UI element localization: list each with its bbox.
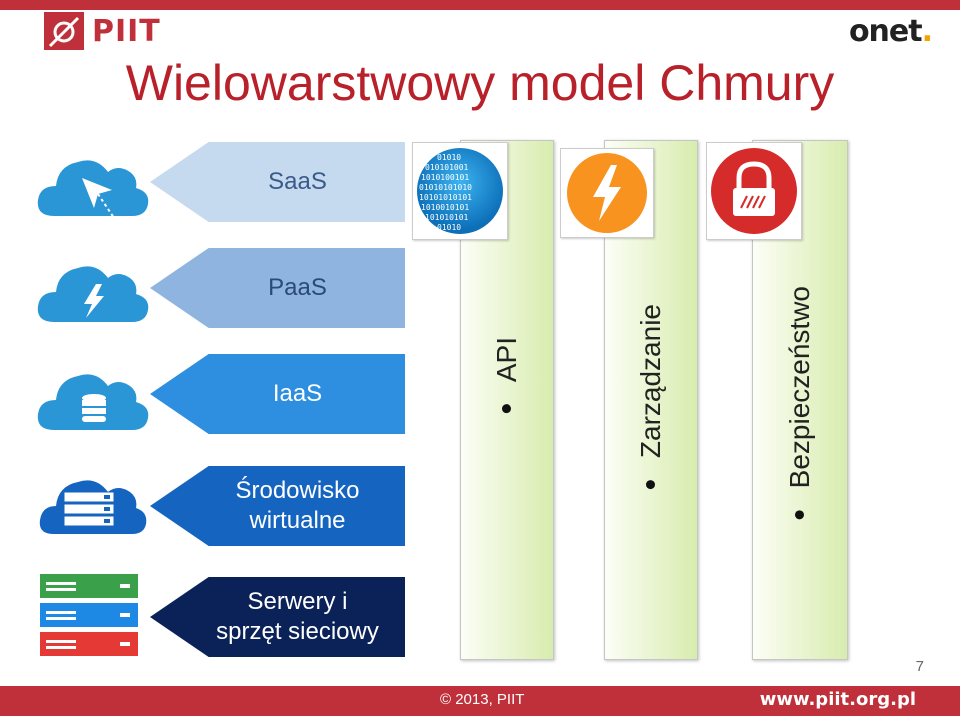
bullet-icon xyxy=(795,510,805,519)
top-bar xyxy=(0,0,960,10)
padlock-icon xyxy=(706,142,802,240)
slide-title: Wielowarstwowy model Chmury xyxy=(125,55,835,111)
layer-label: Serwery i sprzęt sieciowy xyxy=(216,588,379,645)
layer-shape xyxy=(150,354,405,434)
cloud-lightning-icon xyxy=(34,254,152,331)
layer-servers-network: Serwery i sprzęt sieciowy xyxy=(150,577,405,657)
svg-text:1010010101: 1010010101 xyxy=(421,203,469,212)
svg-text:010101001: 010101001 xyxy=(425,163,469,172)
layer-saas: SaaS xyxy=(150,142,405,222)
layer-iaas: IaaS xyxy=(150,354,405,434)
cloud-cursor-icon xyxy=(34,148,152,225)
layer-shape xyxy=(150,142,405,222)
column-label: Zarządzanie xyxy=(635,304,667,489)
onet-logo-text: onet xyxy=(848,14,923,49)
piit-logo-text: PIIT xyxy=(92,13,161,49)
layer-paas: PaaS xyxy=(150,248,405,328)
piit-logo: PIIT xyxy=(44,10,161,52)
column-label: Bezpieczeństwo xyxy=(784,286,816,519)
layer-shape xyxy=(150,577,405,657)
cloud-database-icon xyxy=(34,362,152,439)
layer-label: Środowisko wirtualne xyxy=(235,477,360,534)
column-label: API xyxy=(491,337,523,413)
svg-text:01010101010: 01010101010 xyxy=(419,183,472,192)
binary-globe-icon: 01010 010101001 1010100101 01010101010 1… xyxy=(412,142,508,240)
virtual-server-stack-icon xyxy=(38,470,148,543)
footer-bar: © 2013, PIIT www.piit.org.pl xyxy=(0,686,960,716)
onet-logo-dot: . xyxy=(921,14,933,49)
svg-text:01010: 01010 xyxy=(437,153,461,162)
layer-label: PaaS xyxy=(268,274,327,301)
bullet-icon xyxy=(646,480,656,489)
svg-text:1010100101: 1010100101 xyxy=(421,173,469,182)
page-number: 7 xyxy=(915,658,924,675)
layer-label: IaaS xyxy=(272,380,323,407)
piit-logo-mark-icon xyxy=(44,12,84,50)
column-label-text: API xyxy=(491,336,522,382)
column-label-text: Bezpieczeństwo xyxy=(784,285,815,488)
layer-label: SaaS xyxy=(268,168,327,195)
website-link[interactable]: www.piit.org.pl xyxy=(759,689,916,710)
svg-text:10101010101: 10101010101 xyxy=(419,193,472,202)
layer-virtual-environment: Środowisko wirtualne xyxy=(150,466,405,546)
bullet-icon xyxy=(502,404,512,413)
copyright-text: © 2013, PIIT xyxy=(440,691,525,708)
svg-text:01010: 01010 xyxy=(437,223,461,232)
layer-shape xyxy=(150,466,405,546)
server-rack-icon xyxy=(40,574,140,661)
layer-shape xyxy=(150,248,405,328)
column-label-text: Zarządzanie xyxy=(635,303,666,458)
onet-logo: onet. xyxy=(848,14,933,49)
svg-text:101010101: 101010101 xyxy=(425,213,469,222)
lightning-badge-icon xyxy=(560,148,654,238)
